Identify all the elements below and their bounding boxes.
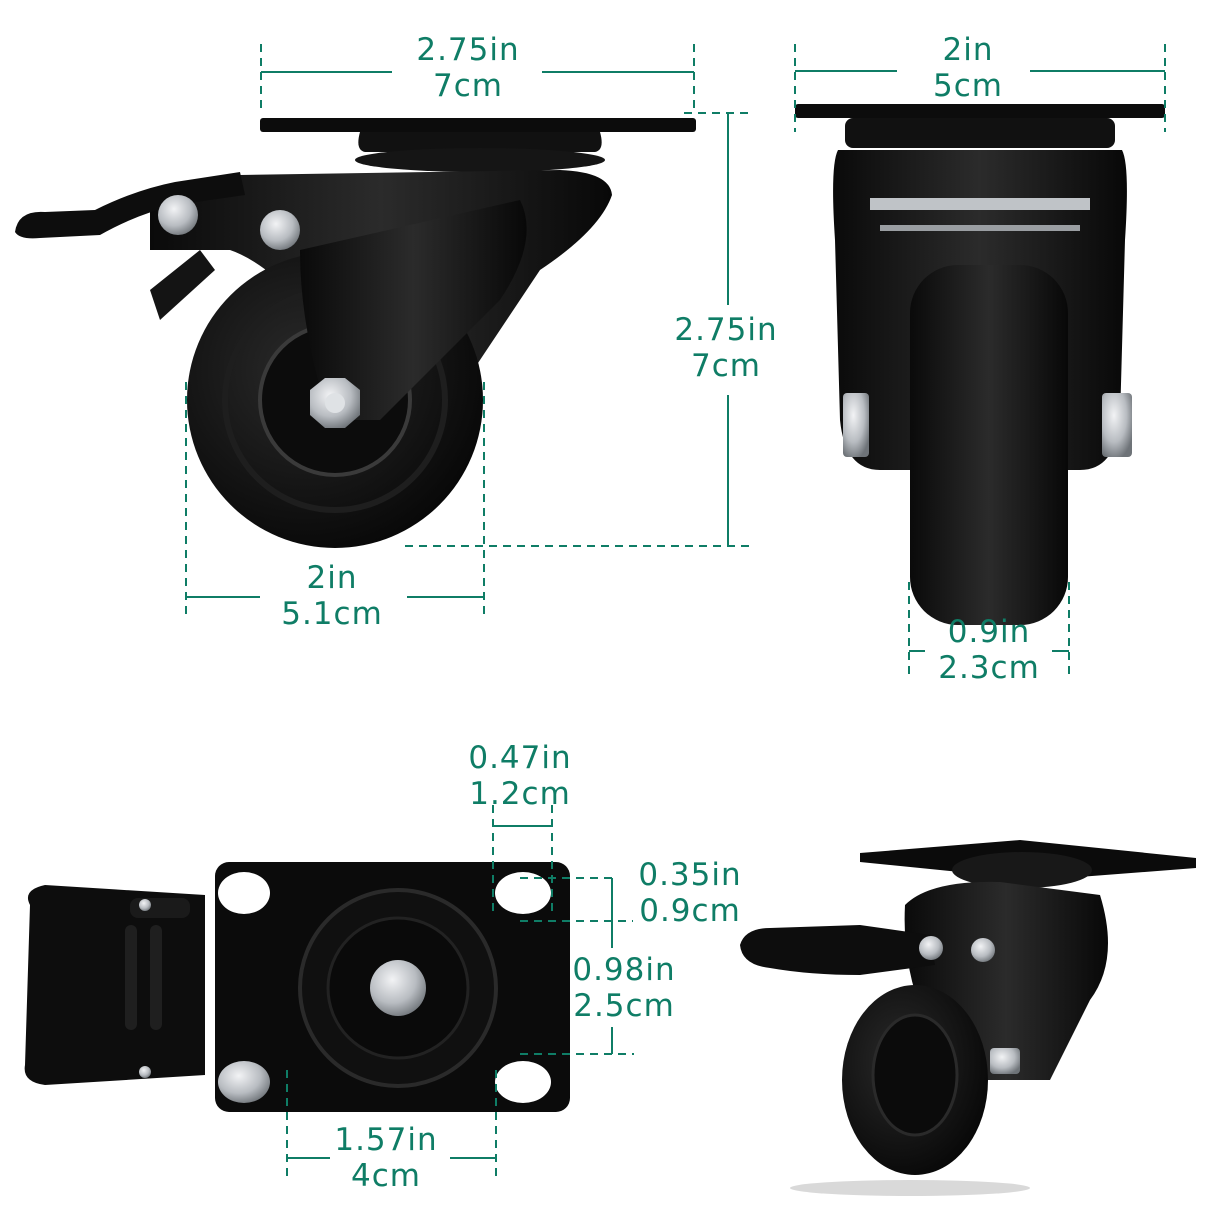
wheel bbox=[910, 265, 1068, 625]
rivet bbox=[158, 195, 198, 235]
top-plate-view-caster bbox=[24, 862, 570, 1112]
dimension-cm: 7cm bbox=[691, 348, 761, 384]
mounting-hole bbox=[495, 1061, 551, 1103]
dimension-inches: 0.98in bbox=[572, 952, 676, 988]
dimension-cm: 5.1cm bbox=[281, 596, 383, 632]
dimension-cm: 0.9cm bbox=[639, 893, 741, 929]
dimension-cm: 2.5cm bbox=[573, 988, 675, 1024]
dimension-inches: 2.75in bbox=[674, 312, 778, 348]
dimension-cm: 7cm bbox=[433, 68, 503, 104]
brake-pedal bbox=[15, 172, 245, 239]
hole-horizontal-spacing-label: 1.57in 4cm bbox=[316, 1122, 456, 1194]
mounting-plate bbox=[260, 118, 696, 132]
rivet bbox=[919, 936, 943, 960]
rivet bbox=[260, 210, 300, 250]
dimension-inches: 2in bbox=[942, 32, 994, 68]
dimension-cm: 4cm bbox=[351, 1158, 421, 1194]
king-pin bbox=[370, 960, 426, 1016]
mounting-hole bbox=[218, 1061, 270, 1103]
dimension-inches: 1.57in bbox=[334, 1122, 438, 1158]
dimension-inches: 2.75in bbox=[416, 32, 520, 68]
wheel-diameter-label: 2in 5.1cm bbox=[262, 560, 402, 632]
mounting-hole bbox=[495, 872, 551, 914]
rivet bbox=[971, 938, 995, 962]
side-plate-width-label: 2.75in 7cm bbox=[398, 32, 538, 104]
dimension-cm: 5cm bbox=[933, 68, 1003, 104]
hole-height-label: 0.35in 0.9cm bbox=[620, 857, 760, 929]
dimension-inches: 0.35in bbox=[638, 857, 742, 893]
dimension-lines bbox=[185, 44, 1166, 1182]
perspective-view-caster bbox=[740, 840, 1196, 1196]
axle-nut bbox=[1102, 393, 1132, 457]
side-view-caster bbox=[15, 118, 696, 548]
hole-vertical-spacing-label: 0.98in 2.5cm bbox=[554, 952, 694, 1024]
brake-pedal bbox=[740, 925, 935, 975]
front-plate-width-label: 2in 5cm bbox=[898, 32, 1038, 104]
mounting-plate bbox=[795, 104, 1165, 118]
front-view-caster bbox=[795, 104, 1165, 625]
dimension-cm: 1.2cm bbox=[469, 776, 571, 812]
mounting-hole bbox=[218, 872, 270, 914]
hole-width-label: 0.47in 1.2cm bbox=[450, 740, 590, 812]
axle-nut bbox=[990, 1048, 1020, 1074]
dimension-cm: 2.3cm bbox=[938, 650, 1040, 686]
side-height-label: 2.75in 7cm bbox=[656, 312, 796, 384]
dimension-inches: 0.9in bbox=[947, 614, 1031, 650]
axle-nut bbox=[843, 393, 869, 457]
dimension-inches: 2in bbox=[306, 560, 358, 596]
dimension-inches: 0.47in bbox=[468, 740, 572, 776]
wheel-width-label: 0.9in 2.3cm bbox=[919, 614, 1059, 686]
